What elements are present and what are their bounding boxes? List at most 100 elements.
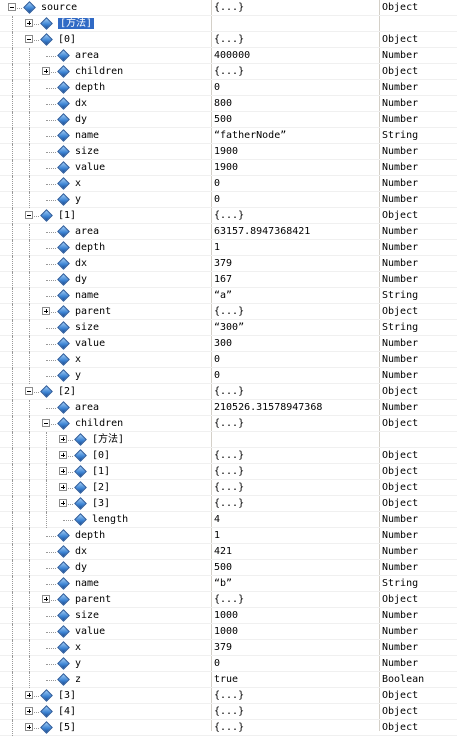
property-value[interactable]: 0 — [214, 354, 221, 365]
property-value[interactable]: “a” — [214, 290, 233, 301]
property-value[interactable]: 4 — [214, 514, 221, 525]
tree-row[interactable]: [2]{...}Object — [0, 384, 457, 400]
expand-icon[interactable] — [42, 307, 50, 315]
property-value[interactable]: 379 — [214, 642, 233, 653]
collapse-icon[interactable] — [42, 419, 50, 427]
property-value[interactable] — [212, 432, 380, 448]
tree-row[interactable]: source{...}Object — [0, 0, 457, 16]
property-value[interactable]: {...} — [214, 498, 245, 509]
tree-row[interactable]: parent{...}Object — [0, 304, 457, 320]
property-value[interactable]: 167 — [214, 274, 233, 285]
property-value[interactable]: 400000 — [214, 50, 251, 61]
property-value[interactable]: {...} — [214, 466, 245, 477]
property-value[interactable]: “300” — [214, 322, 245, 333]
expand-icon[interactable] — [59, 451, 67, 459]
property-value[interactable]: “b” — [214, 578, 233, 589]
property-value[interactable]: {...} — [214, 66, 245, 77]
tree-row[interactable]: [4]{...}Object — [0, 704, 457, 720]
expand-icon[interactable] — [25, 707, 33, 715]
expand-icon[interactable] — [42, 595, 50, 603]
property-value[interactable]: {...} — [214, 690, 245, 701]
property-value[interactable]: {...} — [214, 2, 245, 13]
tree-row[interactable]: [0]{...}Object — [0, 448, 457, 464]
expand-icon[interactable] — [59, 467, 67, 475]
tree-row[interactable]: parent{...}Object — [0, 592, 457, 608]
property-value[interactable]: {...} — [214, 482, 245, 493]
property-value[interactable]: 0 — [214, 658, 221, 669]
property-value[interactable]: {...} — [214, 418, 245, 429]
property-value[interactable]: {...} — [214, 450, 245, 461]
property-value[interactable]: 0 — [214, 82, 221, 93]
property-value[interactable]: 0 — [214, 178, 221, 189]
expand-icon[interactable] — [59, 499, 67, 507]
tree-row[interactable]: [1]{...}Object — [0, 464, 457, 480]
expand-icon[interactable] — [25, 19, 33, 27]
property-value[interactable]: 1000 — [214, 626, 239, 637]
property-value[interactable]: 210526.31578947368 — [214, 402, 323, 413]
property-value[interactable]: {...} — [214, 722, 245, 733]
tree-row[interactable]: name“fatherNode”String — [0, 128, 457, 144]
property-value[interactable]: 1900 — [214, 162, 239, 173]
property-value[interactable]: {...} — [214, 386, 245, 397]
property-value[interactable]: 800 — [214, 98, 233, 109]
tree-row[interactable]: name“b”String — [0, 576, 457, 592]
collapse-icon[interactable] — [25, 35, 33, 43]
property-value[interactable]: 0 — [214, 194, 221, 205]
property-value[interactable]: 1900 — [214, 146, 239, 157]
property-value[interactable]: {...} — [214, 594, 245, 605]
tree-row[interactable]: [3]{...}Object — [0, 688, 457, 704]
tree-row[interactable]: name“a”String — [0, 288, 457, 304]
property-value[interactable]: {...} — [214, 34, 245, 45]
tree-row[interactable]: [5]{...}Object — [0, 720, 457, 736]
property-value[interactable]: {...} — [214, 706, 245, 717]
expand-icon[interactable] — [42, 67, 50, 75]
property-value[interactable]: 1000 — [214, 610, 239, 621]
property-value[interactable]: 1 — [214, 530, 221, 541]
property-value[interactable]: 1 — [214, 242, 221, 253]
property-value[interactable]: 379 — [214, 258, 233, 269]
property-value[interactable]: 63157.8947368421 — [214, 226, 311, 237]
tree-row[interactable]: [1]{...}Object — [0, 208, 457, 224]
tree-row[interactable]: [2]{...}Object — [0, 480, 457, 496]
tree-row[interactable]: children{...}Object — [0, 64, 457, 80]
value-type-column-separator[interactable] — [379, 0, 380, 731]
expand-icon[interactable] — [59, 435, 67, 443]
property-value[interactable]: {...} — [214, 306, 245, 317]
tree-row[interactable]: [0]{...}Object — [0, 32, 457, 48]
collapse-icon[interactable] — [25, 211, 33, 219]
expand-icon[interactable] — [25, 723, 33, 731]
property-value[interactable] — [212, 16, 380, 32]
property-value[interactable]: 500 — [214, 114, 233, 125]
tree-row[interactable]: [方法] — [0, 432, 457, 448]
collapse-icon[interactable] — [8, 3, 16, 11]
property-value[interactable]: 421 — [214, 546, 233, 557]
expand-icon[interactable] — [25, 691, 33, 699]
property-value[interactable]: 0 — [214, 370, 221, 381]
tree-row[interactable]: size“300”String — [0, 320, 457, 336]
property-value[interactable]: 500 — [214, 562, 233, 573]
name-value-column-separator[interactable] — [211, 0, 212, 731]
property-value[interactable]: true — [214, 674, 239, 685]
collapse-icon[interactable] — [25, 387, 33, 395]
tree-row[interactable]: [3]{...}Object — [0, 496, 457, 512]
property-value[interactable]: 300 — [214, 338, 233, 349]
